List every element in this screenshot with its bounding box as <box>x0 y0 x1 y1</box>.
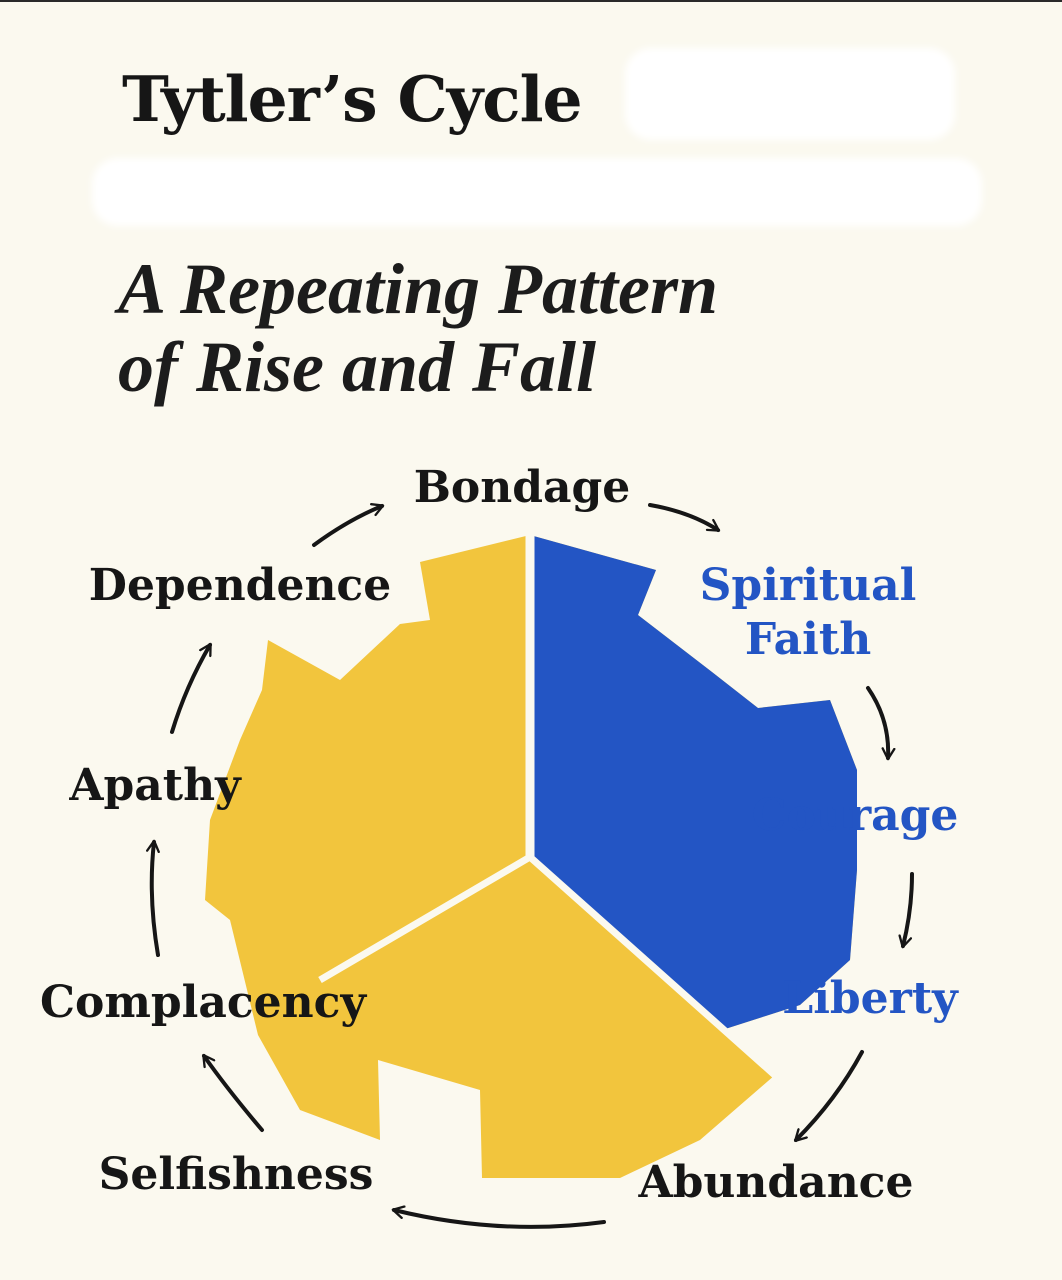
subtitle-line-2: of Rise and Fall <box>118 327 597 407</box>
stage-label-line: Apathy <box>68 760 242 811</box>
curved-arrow-icon <box>202 1053 264 1132</box>
stage-label-line: Liberty <box>782 973 959 1024</box>
stage-label-selfishness: Selfishness <box>99 1149 374 1200</box>
stage-label-line: Spiritual <box>700 560 917 611</box>
curved-arrow-icon <box>866 686 896 761</box>
curved-arrow-icon <box>391 1205 606 1229</box>
stage-label-line: Faith <box>745 614 871 665</box>
stage-label-line: Bondage <box>414 462 631 513</box>
stage-label-line: Abundance <box>638 1157 914 1208</box>
stage-label-abundance: Abundance <box>638 1157 914 1208</box>
stage-label-liberty: Liberty <box>782 973 959 1024</box>
stage-label-line: Complacency <box>40 977 367 1028</box>
curved-arrow-icon <box>146 839 160 957</box>
curved-arrow-icon <box>648 503 721 532</box>
diagram-subtitle: A Repeating Pattern of Rise and Fall <box>118 250 718 406</box>
curved-arrow-icon <box>312 502 385 547</box>
stage-label-bondage: Bondage <box>414 462 631 513</box>
stage-label-courage: Courage <box>752 790 959 841</box>
stage-label-line: Courage <box>752 790 959 841</box>
redaction-mark <box>92 158 982 226</box>
stage-label-dependence: Dependence <box>89 560 391 611</box>
wheel-sector-blue <box>530 535 857 1075</box>
subtitle-line-1: A Repeating Pattern <box>118 249 719 329</box>
wheel-divider <box>318 853 532 984</box>
diagram-title: Tytler’s Cycle <box>122 62 583 136</box>
stage-label-complacency: Complacency <box>40 977 367 1028</box>
stage-label-apathy: Apathy <box>68 760 242 811</box>
stage-label-line: Selfishness <box>99 1149 374 1200</box>
wheel <box>205 535 857 1178</box>
cycle-arrows <box>146 502 914 1229</box>
curved-arrow-icon <box>794 1050 864 1142</box>
redaction-mark <box>625 48 955 140</box>
curved-arrow-icon <box>898 872 914 949</box>
stage-label-line: Dependence <box>89 560 391 611</box>
wheel-divider <box>527 854 781 1081</box>
curved-arrow-icon <box>170 642 212 734</box>
